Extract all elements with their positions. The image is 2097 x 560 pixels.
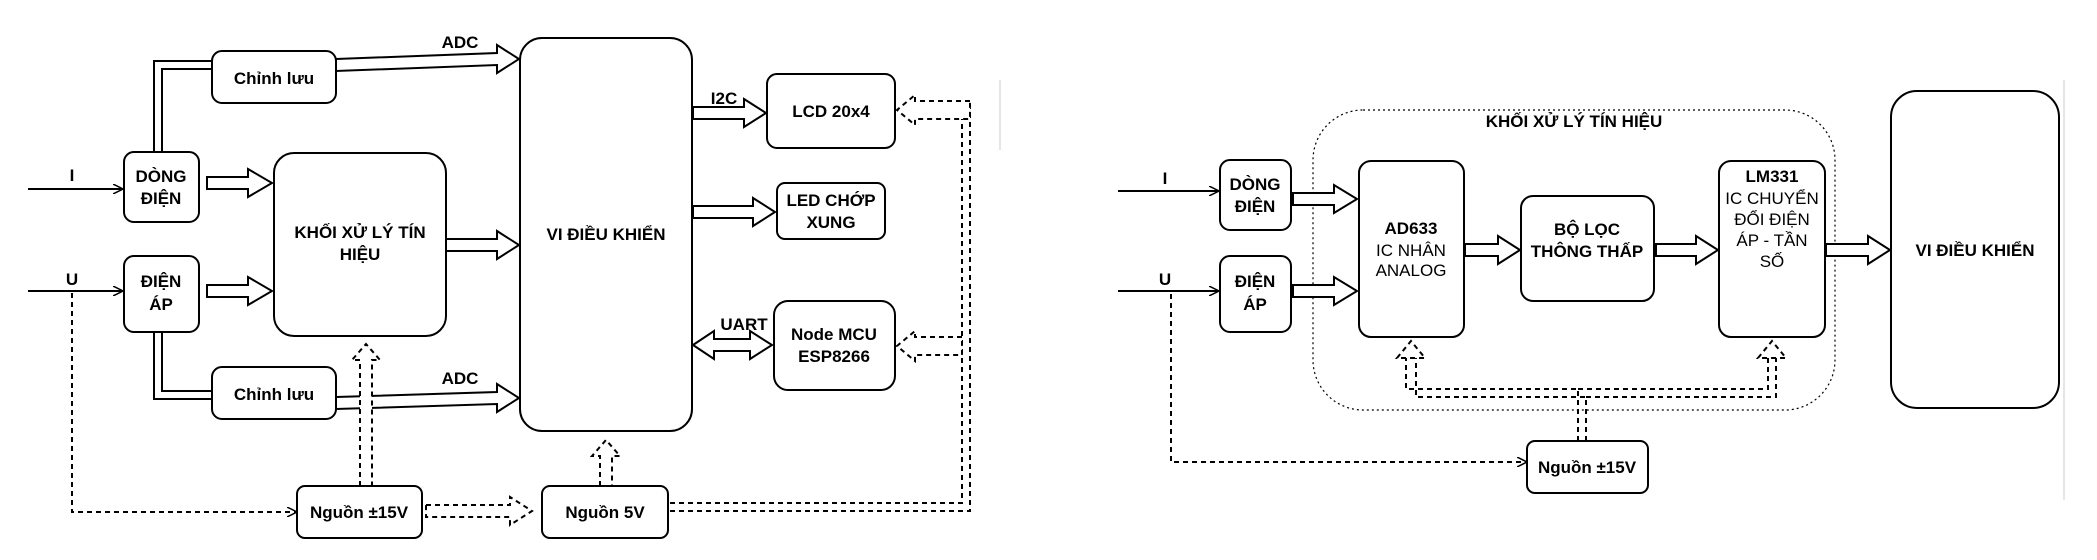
r-ad633-desc-2: ANALOG [1376,261,1447,280]
r-power-to-ad633-outer [1405,358,1579,441]
r-power-to-lm331-inner [1586,358,1777,398]
signal-processing-label-1: KHỐI XỬ LÝ TÍN [294,222,425,242]
power5-inner-dashed-line [670,116,963,504]
current-box [123,151,200,223]
r-voltage-label-1: ĐIỆN [1235,272,1276,291]
signal-processing-label-2: HIỆU [340,245,381,264]
lcd-label: LCD 20x4 [792,102,870,121]
r-current-label-1: DÒNG [1230,175,1281,194]
voltage-input-label: U [66,270,78,289]
mcu-to-lcd-arrow [692,97,768,129]
r-lm331-power-arrowhead [1755,339,1789,359]
voltage-label-1: ĐIỆN [141,272,182,291]
r-current-box [1219,159,1292,231]
signal-processing-group-title: KHỐI XỬ LÝ TÍN HIỆU [1486,111,1663,131]
right-diagram: KHỐI XỬ LÝ TÍN HIỆU I U DÒNG ĐIỆN ĐIỆN Á… [1118,90,2060,494]
power-5v-label: Nguồn 5V [565,503,645,522]
power5-to-mcu-arrow [589,438,623,487]
r-lm331-box [1718,160,1826,338]
power-to-lcd-arrow [895,92,971,128]
r-current-label-2: ĐIỆN [1235,197,1276,216]
mcu-label: VI ĐIỀU KHIỂN [546,225,665,244]
mcu-box [519,37,693,432]
r-ad633-desc-1: IC NHÂN [1376,241,1446,260]
r-filter-box [1520,195,1655,302]
r-ad633-box [1358,160,1465,338]
rectifier-bottom-box [211,366,337,420]
lcd-box [766,73,896,149]
adc-top-arrow [335,43,521,75]
u-to-power-dashed-line [71,293,296,512]
current-label-1: DÒNG [136,167,187,186]
voltage-to-processing-arrow [206,275,274,307]
r-filter-label-1: BỘ LỌC [1554,220,1620,239]
nodemcu-box [773,300,896,391]
r-lm331-desc-4: SỐ [1760,251,1785,271]
r-ad633-power-arrowhead [1394,339,1428,359]
r-mcu-label: VI ĐIỀU KHIỂN [1915,241,2034,260]
r-voltage-label-2: ÁP [1243,295,1267,314]
uart-label: UART [720,315,768,334]
processing-to-mcu-arrow [445,229,521,261]
r-filter-to-lm331-arrow [1655,234,1720,266]
nodemcu-label-2: ESP8266 [798,347,870,366]
rectifier-top-label: Chỉnh lưu [234,69,314,88]
i2c-label: I2C [711,89,737,108]
r-lm331-desc-3: ÁP - TẦN [1736,231,1807,250]
current-to-rectifier-inner [161,68,212,152]
r-current-input-label: I [1163,169,1168,188]
current-input-label: I [70,166,75,185]
power-to-nodemcu-arrow [895,328,963,364]
voltage-label-2: ÁP [149,295,173,314]
rectifier-bottom-label: Chỉnh lưu [234,385,314,404]
power15-to-power5-arrow [425,495,534,527]
led-label-1: LED CHỚP [786,191,875,210]
r-voltage-box [1219,255,1292,333]
r-power-15v-label: Nguồn ±15V [1538,458,1637,477]
voltage-box [123,255,200,333]
mcu-to-led-arrow [692,196,777,228]
adc-top-label: ADC [442,33,479,52]
power-5v-box [541,485,669,539]
r-current-to-ad633-arrow [1292,183,1359,215]
power-15v-label: Nguồn ±15V [310,503,409,522]
rectifier-top-box [211,50,337,104]
power5-outer-dashed-line [670,108,971,512]
current-to-processing-arrow [206,167,274,199]
voltage-to-rectifier-outer [153,332,212,400]
r-ad633-to-filter-arrow [1464,234,1522,266]
r-power-15v-box [1526,440,1649,494]
r-lm331-desc-1: IC CHUYỂN [1725,189,1819,208]
r-ad633-title: AD633 [1385,219,1438,238]
r-u-to-power-dashed-line [1170,294,1526,462]
r-lm331-desc-2: ĐỔI ĐIỆN [1734,210,1810,229]
power-15v-box [296,485,423,539]
r-power-to-lm331-outer [1578,358,1769,390]
uart-bidirectional-arrow [691,329,774,361]
led-label-2: XUNG [806,213,855,232]
r-filter-label-2: THÔNG THẤP [1531,242,1643,261]
left-diagram: I U Chỉnh lưu Chỉnh lưu DÒ [28,33,971,539]
signal-processing-group [1312,109,1836,411]
nodemcu-label-1: Node MCU [791,325,877,344]
r-lm331-title: LM331 [1746,167,1799,186]
signal-processing-box [273,152,447,337]
led-box [776,182,886,240]
r-voltage-to-ad633-arrow [1292,275,1359,307]
r-mcu-box [1890,90,2060,409]
power15-to-processing-arrow [349,342,383,487]
r-lm331-to-mcu-arrow [1825,234,1892,266]
voltage-to-rectifier-inner [161,332,212,392]
r-voltage-input-label: U [1159,270,1171,289]
r-power-to-ad633-inner [1415,358,1587,441]
current-label-2: ĐIỆN [141,189,182,208]
adc-bottom-label: ADC [442,369,479,388]
current-to-rectifier-outer [153,60,212,152]
